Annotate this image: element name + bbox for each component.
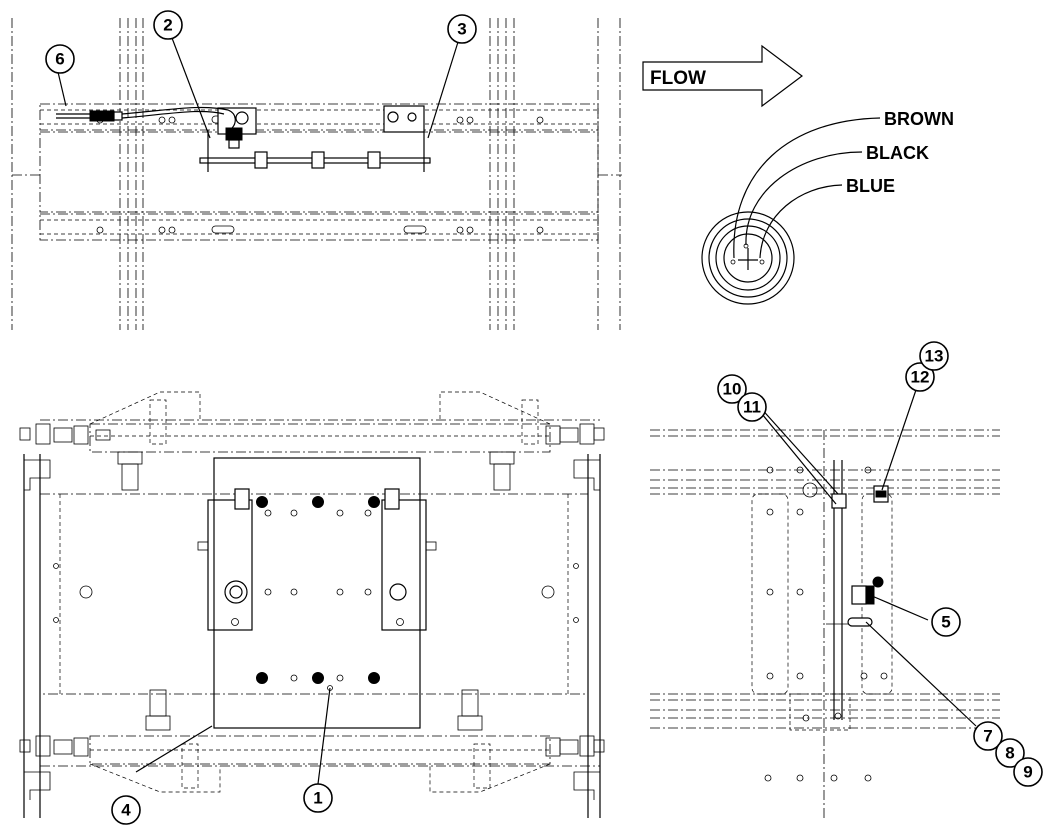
callout-13-label: 13: [925, 347, 944, 366]
proximity-sensor: [217, 107, 257, 149]
callout-2-label: 2: [163, 16, 172, 35]
bottom-right-view: [650, 383, 1000, 818]
callout-11-label: 11: [743, 398, 761, 417]
callout-6: 6: [45, 44, 75, 74]
callout-8: 8: [995, 738, 1025, 768]
callout-5: 5: [931, 607, 961, 637]
callout-9: 9: [1013, 757, 1043, 787]
callout-4-label: 4: [121, 801, 131, 820]
callout-9-label: 9: [1023, 763, 1032, 782]
callout-8-label: 8: [1005, 744, 1014, 763]
callout-12: 12: [905, 362, 935, 392]
callout-3: 3: [447, 14, 477, 44]
callout-4: 4: [111, 795, 141, 825]
wire-label-brown: BROWN: [884, 109, 954, 129]
callout-10-label: 10: [723, 380, 742, 399]
mounting-plate: [197, 457, 437, 729]
callout-13: 13: [919, 341, 949, 371]
callout-7-label: 7: [983, 727, 992, 746]
flow-arrow: FLOW: [642, 44, 803, 108]
callout-5-label: 5: [941, 613, 950, 632]
wire-label-blue: BLUE: [846, 176, 895, 196]
callout-7: 7: [973, 721, 1003, 751]
callout-6-label: 6: [55, 50, 64, 69]
sensor-cable: [56, 106, 236, 129]
callout-1-label: 1: [313, 789, 322, 808]
bottom-left-view: [19, 391, 605, 818]
callout-11: 11: [737, 392, 767, 422]
flow-label: FLOW: [650, 68, 706, 89]
callout-12-label: 12: [911, 368, 930, 387]
wire-label-black: BLACK: [866, 143, 929, 163]
callout-2: 2: [153, 10, 183, 40]
callout-3-label: 3: [457, 20, 466, 39]
callout-10: 10: [717, 374, 747, 404]
sensor-bracket: [199, 105, 431, 172]
connector-pinout: BROWN BLACK BLUE: [701, 109, 954, 305]
top-left-view: [11, 18, 622, 330]
callout-1: 1: [303, 783, 333, 813]
side-bracket: [802, 460, 889, 720]
